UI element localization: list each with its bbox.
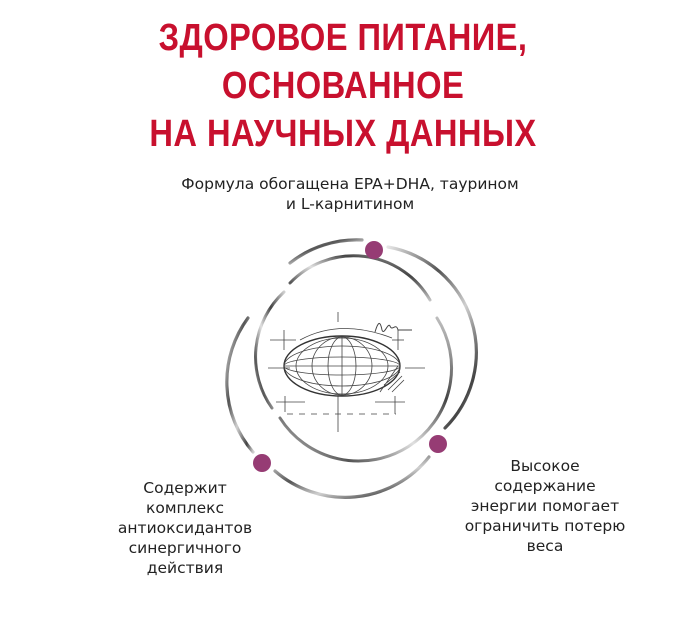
page-title: ЗДОРОВОЕ ПИТАНИЕ, ОСНОВАННОЕ НА НАУЧНЫХ …: [48, 14, 638, 158]
title-line-1: ЗДОРОВОЕ ПИТАНИЕ, ОСНОВАННОЕ: [158, 17, 528, 107]
dot-right: [429, 435, 447, 453]
outer-ring: [225, 238, 478, 499]
inner-ring: [254, 254, 454, 463]
dot-top: [365, 241, 383, 259]
dot-left: [253, 454, 271, 472]
title-line-2: НА НАУЧНЫХ ДАННЫХ: [149, 113, 537, 155]
kibble-sketch-icon: [268, 312, 425, 432]
feature-omega-taurine: Формула обогащена EPA+DHA, таурином и L-…: [181, 175, 519, 213]
feature-high-energy: Высокое содержание энергии помогает огра…: [464, 457, 626, 555]
feature-antioxidants: Содержит комплекс антиоксидантов синерги…: [117, 479, 253, 577]
